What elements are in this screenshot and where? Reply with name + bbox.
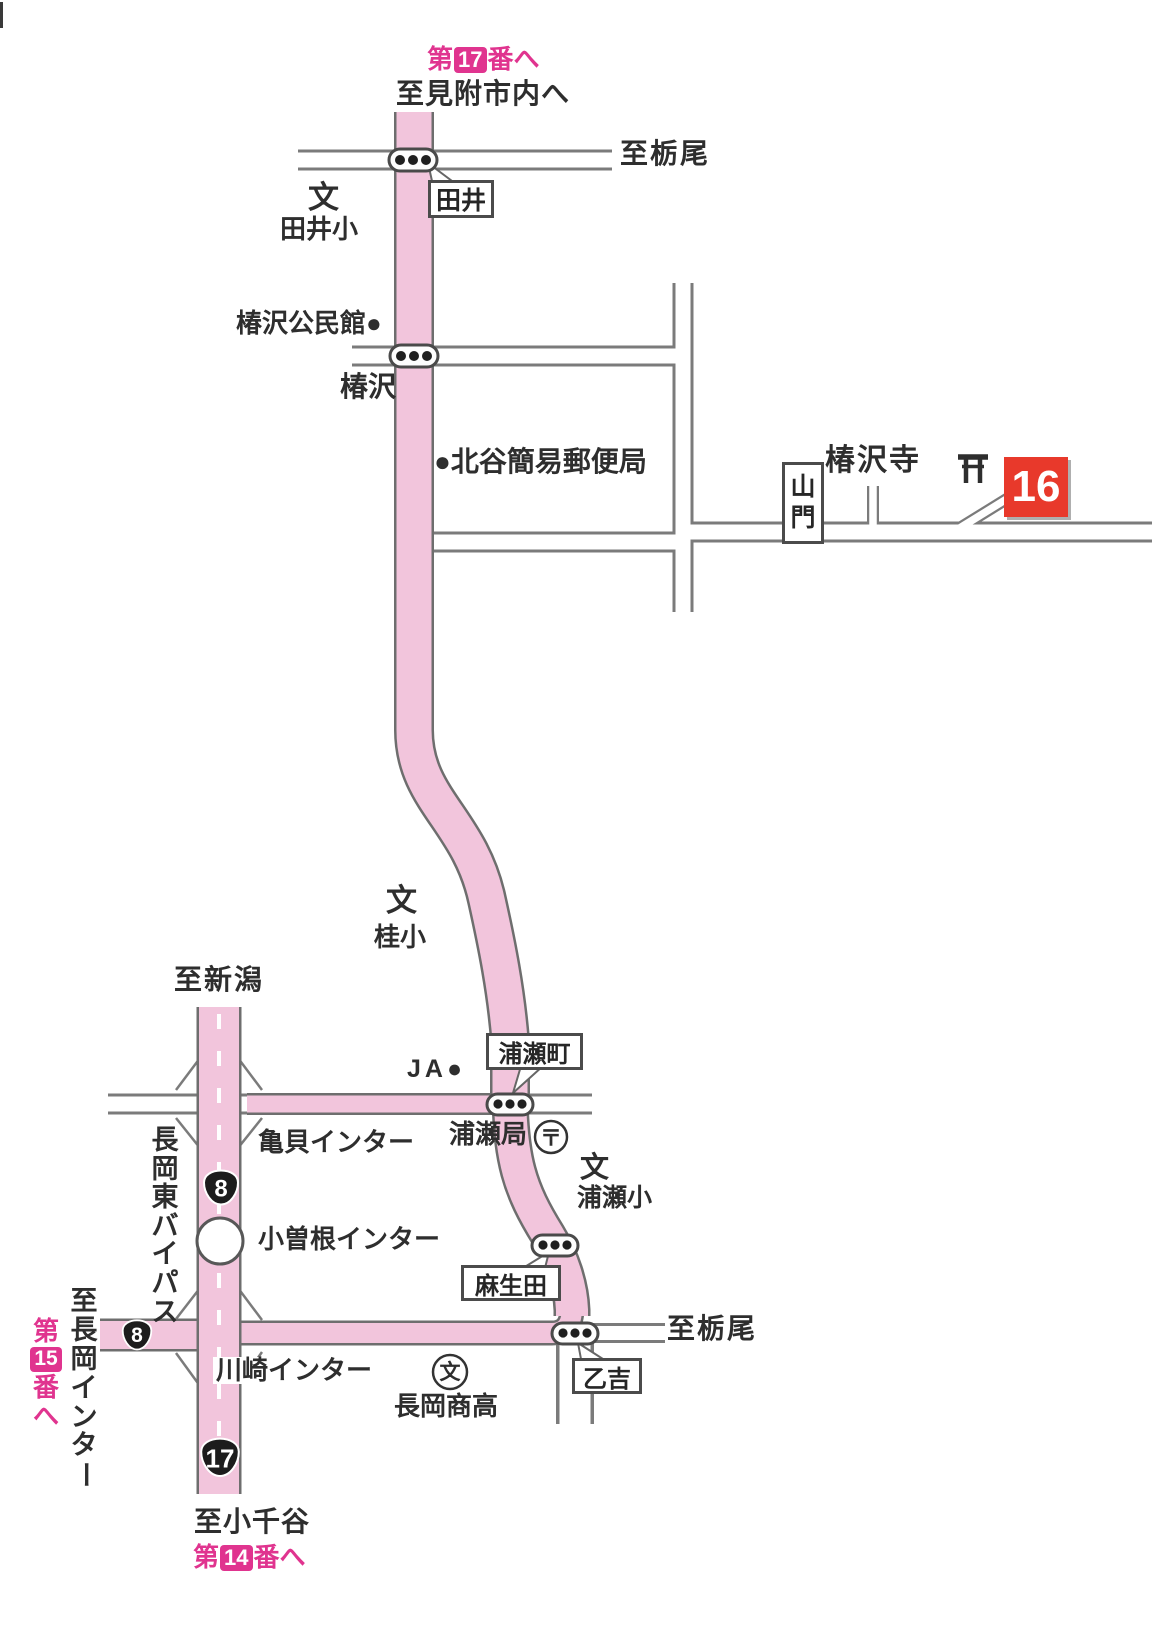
route17-shield <box>200 1437 240 1478</box>
postal-mark-icon: 〒 <box>539 1125 563 1151</box>
traffic-light-tsubakizawa <box>388 343 440 369</box>
to-temple-17-suffix: 番へ <box>487 44 540 74</box>
post-office-circle <box>533 1119 569 1155</box>
edge-mark <box>0 2 3 28</box>
route8-west-number: 8 <box>131 1323 143 1347</box>
urase-school-icon: 文 <box>580 1152 610 1184</box>
to-temple-14-prefix: 第 <box>193 1542 220 1572</box>
to-temple-15-prefix: 第 <box>32 1316 59 1346</box>
torii-icon <box>958 454 988 483</box>
otoyoshi-intersection-box: 乙吉 <box>572 1358 642 1394</box>
tsubakizawa-intersection-label: 椿沢 <box>340 371 397 402</box>
temple-17-number-badge: 17 <box>454 46 487 73</box>
kitadani-post-office-label: ●北谷簡易郵便局 <box>434 446 647 477</box>
kamegai-ramp-sw <box>175 1117 201 1149</box>
temple-14-number-badge: 14 <box>220 1544 253 1571</box>
route8-shield-bypass <box>202 1169 240 1206</box>
sanmon-box: 山門 <box>782 462 824 544</box>
asoda-intersection-box: 麻生田 <box>461 1265 561 1301</box>
to-tochio-bottom-label: 至栃尾 <box>667 1313 758 1344</box>
high-school-icon: 文 <box>439 1360 461 1384</box>
traffic-light-tai <box>387 147 439 173</box>
route17-number: 17 <box>205 1443 235 1474</box>
tai-school-icon: 文 <box>308 180 339 215</box>
bypass-name-label: 長岡東バイパス <box>151 1125 179 1327</box>
to-temple-14-suffix: 番へ <box>253 1542 306 1572</box>
kawasaki-ramp-ne <box>237 1287 263 1321</box>
kozone-interchange-circle <box>195 1216 245 1266</box>
urasemachi-intersection-box: 浦瀬町 <box>486 1033 583 1070</box>
temple-15-number-badge: 15 <box>30 1347 62 1373</box>
kamegai-ramp-se <box>237 1117 263 1149</box>
ja-label: JA● <box>407 1055 467 1083</box>
to-temple-15-he: へ <box>32 1401 59 1432</box>
to-temple-15-ban: 番 <box>32 1372 59 1403</box>
tai-intersection-box: 田井 <box>428 180 494 218</box>
high-school-circle <box>431 1353 469 1391</box>
temple-name-label: 椿沢寺 <box>825 444 921 477</box>
kozone-ic-label: 小曽根インター <box>258 1224 441 1254</box>
urase-school-label: 浦瀬小 <box>577 1184 653 1212</box>
katsura-school-icon: 文 <box>386 883 417 918</box>
community-center-label: 椿沢公民館● <box>236 308 382 338</box>
kamegai-ic-label: 亀貝インター <box>258 1127 415 1157</box>
kawasaki-ramp-sw <box>174 1352 202 1387</box>
kawasaki-ic-label: 川崎インター <box>213 1356 376 1385</box>
to-temple-15-note: 第 15 番 へ <box>27 1316 65 1432</box>
traffic-lights <box>387 147 600 1346</box>
traffic-light-asoda <box>530 1233 580 1258</box>
kamegai-ramp-ne <box>237 1057 263 1091</box>
traffic-light-urase <box>485 1092 535 1117</box>
to-tochio-top-label: 至栃尾 <box>620 138 711 169</box>
urase-post-office-label: 浦瀬局 <box>449 1119 528 1149</box>
kamegai-ramp-nw <box>175 1057 201 1091</box>
katsura-school-label: 桂小 <box>374 922 427 952</box>
kawasaki-ramp-nw <box>175 1287 201 1320</box>
route8-bypass-number: 8 <box>214 1175 228 1203</box>
temple-number-badge: 16 <box>1004 457 1068 517</box>
to-temple-17-prefix: 第 <box>427 44 454 74</box>
tai-school-label: 田井小 <box>280 214 359 244</box>
traffic-light-otoyoshi <box>550 1321 600 1346</box>
to-niigata-label: 至新潟 <box>174 964 265 995</box>
to-nagaoka-ic-label: 至長岡インター <box>69 1286 100 1489</box>
nagaoka-shoko-label: 長岡商高 <box>394 1391 499 1421</box>
to-ojiya-label: 至小千谷 <box>194 1506 311 1537</box>
to-mitsuke-label: 至見附市内へ <box>396 78 571 109</box>
route8-shield-west <box>121 1319 153 1351</box>
